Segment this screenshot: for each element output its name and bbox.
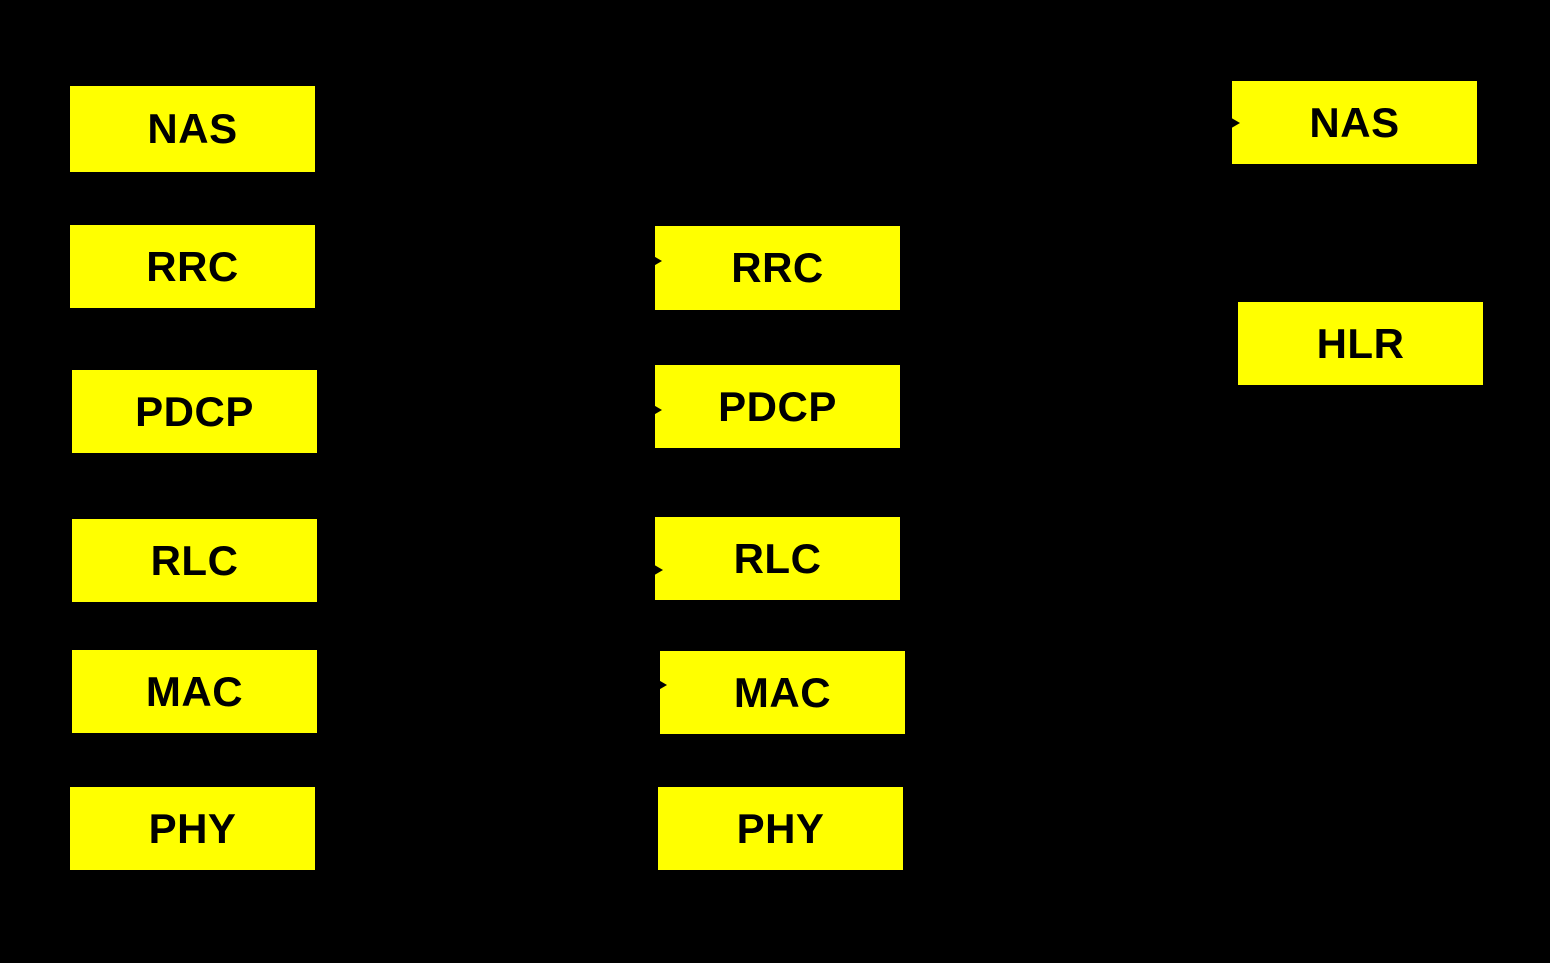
box-ue-rrc[interactable]: RRC [70,225,315,308]
box-enb-rrc[interactable]: RRC [655,226,900,310]
box-core-nas[interactable]: NAS [1232,81,1477,164]
arrow-right-icon-enb-rlc [651,563,663,577]
box-ue-mac[interactable]: MAC [72,650,317,733]
arrow-right-icon-enb-pdcp [650,403,662,417]
box-enb-mac[interactable]: MAC [660,651,905,734]
box-core-hlr[interactable]: HLR [1238,302,1483,385]
box-ue-phy[interactable]: PHY [70,787,315,870]
box-enb-pdcp[interactable]: PDCP [655,365,900,448]
arrow-right-icon-enb-rrc [650,254,662,268]
box-enb-rlc[interactable]: RLC [655,517,900,600]
box-ue-nas[interactable]: NAS [70,86,315,172]
box-ue-pdcp[interactable]: PDCP [72,370,317,453]
box-enb-phy[interactable]: PHY [658,787,903,870]
box-ue-rlc[interactable]: RLC [72,519,317,602]
arrow-right-icon-core-nas [1228,116,1240,130]
arrow-right-icon-enb-mac [655,678,667,692]
